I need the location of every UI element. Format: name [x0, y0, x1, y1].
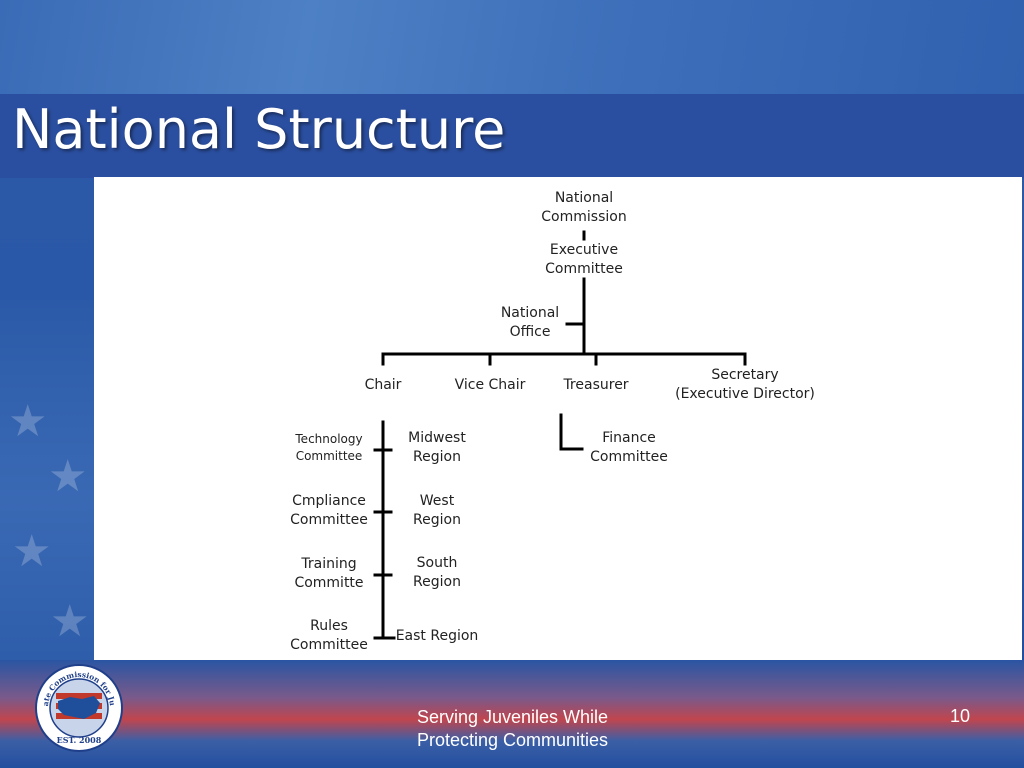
title-bar: [0, 94, 1024, 178]
node-treasurer: Treasurer: [563, 377, 629, 393]
node-technology-committee: Technology Committee: [295, 432, 363, 463]
node-secretary: Secretary (Executive Director): [675, 367, 815, 402]
seal-icon: Interstate Commission for Juveniles EST.…: [31, 656, 123, 752]
node-chair: Chair: [364, 377, 402, 393]
footer-tagline: Serving Juveniles While Protecting Commu…: [416, 707, 609, 750]
node-national-office: National Office: [500, 305, 560, 340]
node-vice-chair: Vice Chair: [454, 377, 526, 393]
background-top: [0, 0, 1024, 96]
node-south-region: South Region: [413, 555, 461, 590]
star-icon: ★: [48, 451, 88, 502]
node-midwest-region: Midwest Region: [408, 430, 466, 465]
node-finance-committee: Finance Committee: [590, 430, 668, 465]
node-executive-committee: Executive Committee: [545, 242, 623, 277]
slide-title: National Structure: [12, 98, 506, 161]
org-chart-lines: [373, 230, 747, 640]
svg-text:EST. 2008: EST. 2008: [57, 735, 102, 745]
node-training-committee: Training Committe: [294, 556, 364, 591]
node-west-region: West Region: [413, 493, 461, 528]
connector-treasurer-finance: [559, 413, 584, 451]
org-chart: National Commission Executive Committee …: [94, 177, 1022, 660]
node-compliance-committee: Cmpliance Committee: [290, 493, 368, 528]
node-national-commission: National Commission: [541, 190, 627, 225]
page-number: 10: [949, 706, 970, 726]
icj-logo: Interstate Commission for Juveniles EST.…: [31, 656, 124, 753]
star-icon: ★: [50, 596, 90, 647]
star-icon: ★: [12, 526, 52, 577]
star-icon: ★: [8, 396, 48, 447]
footer-band: [0, 660, 1024, 768]
node-rules-committee: Rules Committee: [290, 618, 368, 653]
node-east-region: East Region: [395, 628, 479, 644]
background-flag: [0, 300, 95, 700]
